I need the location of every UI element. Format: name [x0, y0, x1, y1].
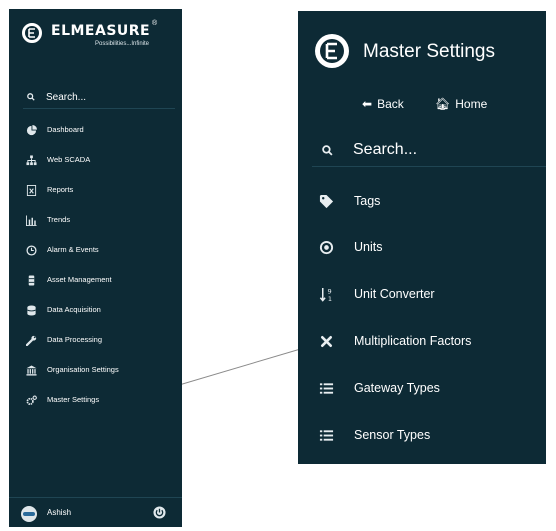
sidebar-item-label: Web SCADA — [47, 155, 91, 164]
master-item-label: Unit Converter — [354, 287, 435, 301]
sidebar-item-label: Alarm & Events — [47, 245, 99, 254]
svg-text:9: 9 — [327, 288, 331, 296]
times-icon — [318, 334, 334, 350]
master-item-sensor-types[interactable]: Sensor Types — [298, 424, 546, 448]
sidebar-item-label: Dashboard — [47, 125, 84, 134]
elmeasure-logo-icon — [22, 23, 42, 43]
back-label: Back — [377, 97, 404, 111]
power-icon[interactable] — [153, 506, 166, 519]
sitemap-icon — [25, 155, 37, 167]
svg-text:1: 1 — [327, 295, 331, 302]
sidebar-search[interactable]: Search... — [23, 92, 175, 109]
search-input[interactable]: Search... — [46, 92, 87, 103]
sidebar-item-master-settings[interactable]: Master Settings — [9, 393, 182, 409]
sidebar-item-label: Master Settings — [47, 395, 100, 404]
sidebar-item-label: Trends — [47, 215, 71, 224]
sidebar-item-dashboard[interactable]: Dashboard — [9, 123, 182, 139]
panel-title: Master Settings — [363, 41, 495, 62]
master-item-label: Sensor Types — [354, 428, 431, 442]
master-item-gateway-types[interactable]: Gateway Types — [298, 377, 546, 401]
master-item-label: Units — [354, 240, 383, 254]
user-footer: Ashish — [9, 497, 182, 528]
arrow-left-icon: ⬅ — [362, 97, 373, 111]
bank-icon — [25, 365, 37, 377]
sidebar-item-trends[interactable]: Trends — [9, 213, 182, 229]
sidebar-item-data-acquisition[interactable]: Data Acquisition — [9, 303, 182, 319]
search-icon — [322, 145, 333, 159]
sidebar-item-data-processing[interactable]: Data Processing — [9, 333, 182, 349]
brand-tagline: Possibilities...Infinite — [95, 41, 150, 47]
sidebar-item-label: Asset Management — [47, 275, 112, 284]
excel-file-icon — [25, 185, 37, 197]
master-item-units[interactable]: Units — [298, 236, 546, 260]
sidebar-item-asset-management[interactable]: Asset Management — [9, 273, 182, 289]
cogs-icon — [25, 395, 37, 407]
main-sidebar: ELMEASURE ® Possibilities...Infinite Sea… — [9, 9, 182, 527]
master-item-label: Tags — [354, 194, 381, 208]
registered-mark: ® — [152, 20, 158, 27]
sidebar-item-label: Organisation Settings — [47, 365, 119, 374]
avatar[interactable] — [21, 506, 37, 522]
brand-name: ELMEASURE — [51, 23, 151, 39]
dot-circle-icon — [318, 240, 334, 256]
bar-chart-icon — [25, 215, 37, 227]
master-item-label: Multiplication Factors — [354, 334, 472, 348]
back-button[interactable]: ⬅ Back — [362, 97, 404, 111]
wrench-icon — [25, 335, 37, 347]
user-name: Ashish — [47, 508, 72, 517]
sidebar-item-alarm-events[interactable]: Alarm & Events — [9, 243, 182, 259]
home-label: Home — [455, 97, 488, 111]
list-icon — [318, 428, 334, 444]
sidebar-item-web-scada[interactable]: Web SCADA — [9, 153, 182, 169]
server-icon — [25, 275, 37, 287]
master-search[interactable]: Search... — [312, 139, 546, 167]
list-icon — [318, 381, 334, 397]
sidebar-item-label: Data Processing — [47, 335, 103, 344]
search-input[interactable]: Search... — [353, 141, 418, 158]
sidebar-item-organisation-settings[interactable]: Organisation Settings — [9, 363, 182, 379]
sidebar-item-label: Reports — [47, 185, 74, 194]
sidebar-item-label: Data Acquisition — [47, 305, 101, 314]
master-item-multiplication-factors[interactable]: Multiplication Factors — [298, 330, 546, 354]
master-item-tags[interactable]: Tags — [298, 190, 546, 214]
sidebar-item-reports[interactable]: Reports — [9, 183, 182, 199]
search-icon — [27, 93, 35, 103]
master-settings-panel: Master Settings ⬅ Back 🏠︎ Home Search... T… — [298, 11, 546, 464]
tag-icon — [318, 194, 334, 210]
master-item-label: Gateway Types — [354, 381, 440, 395]
home-button[interactable]: 🏠︎ Home — [435, 97, 487, 111]
elmeasure-logo-icon — [315, 34, 349, 68]
home-icon: 🏠︎ — [435, 97, 451, 111]
pie-chart-icon — [25, 125, 37, 137]
clock-icon — [25, 245, 37, 257]
database-icon — [25, 305, 37, 317]
